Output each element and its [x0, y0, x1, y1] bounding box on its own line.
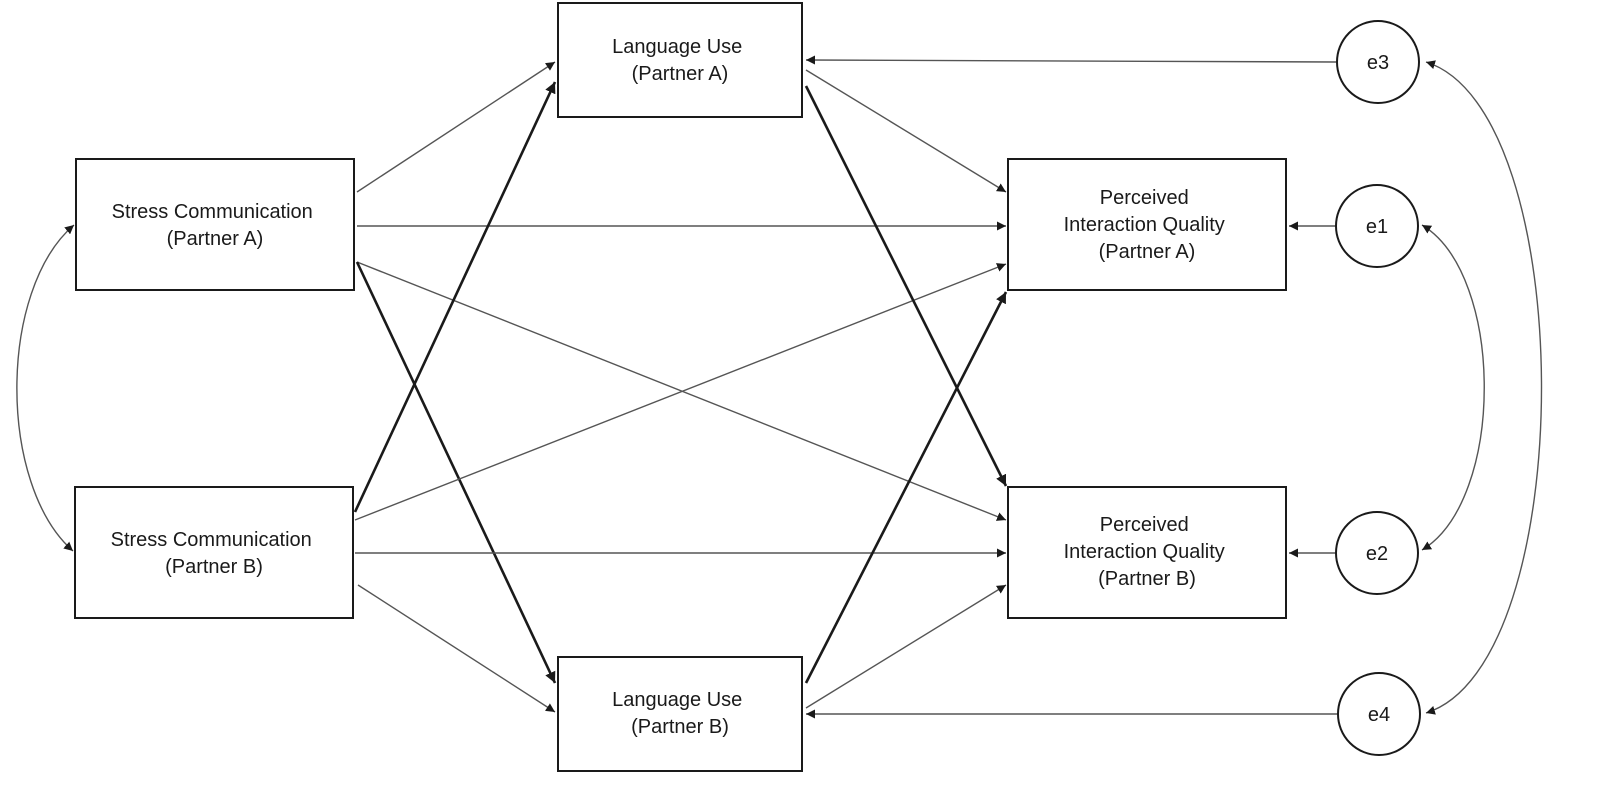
path-language-a-to-quality-b [804, 85, 1008, 487]
error-label: e1 [1366, 216, 1388, 238]
error-label: e3 [1367, 52, 1389, 74]
path-language-b-to-quality-a [804, 291, 1008, 684]
covariance-stress-a-stress-b [16, 224, 75, 552]
svg-text:Stress Communication (Pa: Stress Communication (Partner A) [112, 201, 319, 250]
path-stress-a-to-language-b [355, 261, 557, 684]
node-perceived-interaction-quality-partner-a: Perceived Interaction Quality (Partner A… [1007, 158, 1287, 291]
path-e3-to-language-a [805, 55, 1337, 65]
node-label-line: Language Use [612, 36, 742, 58]
node-label-line: Perceived [1100, 187, 1189, 209]
node-label-line: Perceived [1100, 514, 1189, 536]
path-stress-b-to-language-b [357, 584, 556, 713]
error-label: e4 [1368, 704, 1390, 726]
node-label-line: (Partner A) [632, 63, 729, 85]
node-perceived-interaction-quality-partner-b: Perceived Interaction Quality (Partner B… [1007, 486, 1287, 619]
path-language-b-to-quality-b [805, 584, 1007, 709]
node-label-line: Interaction Quality [1064, 214, 1225, 236]
node-label-line: Stress Communication [111, 529, 312, 551]
error-node-e3: e3 [1336, 20, 1420, 104]
node-label-line: Interaction Quality [1064, 541, 1225, 563]
path-stress-b-to-quality-a [354, 263, 1007, 521]
error-node-e1: e1 [1335, 184, 1419, 268]
path-arrows [353, 55, 1338, 719]
node-stress-communication-partner-b: Stress Communication (Partner B) [74, 486, 354, 619]
path-language-a-to-quality-a [805, 69, 1007, 193]
svg-text:Language Use (Partner B): Language Use (Partner B) [612, 689, 748, 738]
node-label-line: (Partner B) [631, 716, 729, 738]
error-node-e4: e4 [1337, 672, 1421, 756]
svg-text:Stress Communication (Pa: Stress Communication (Partner B) [111, 529, 318, 578]
error-label: e2 [1366, 543, 1388, 565]
node-stress-communication-partner-a: Stress Communication (Partner A) [75, 158, 355, 291]
node-label-line: (Partner B) [165, 556, 263, 578]
node-language-use-partner-b: Language Use (Partner B) [557, 656, 803, 772]
covariance-e3-e4 [1425, 60, 1543, 715]
path-stress-a-to-language-a [356, 61, 556, 193]
node-label-line: Language Use [612, 689, 742, 711]
error-node-e2: e2 [1335, 511, 1419, 595]
node-language-use-partner-a: Language Use (Partner A) [557, 2, 803, 118]
svg-text:Perceived Interaction Qu: Perceived Interaction Quality (Partner B… [1064, 514, 1231, 590]
path-stress-b-to-language-a [353, 81, 557, 513]
svg-text:Perceived Interaction Qu: Perceived Interaction Quality (Partner A… [1064, 187, 1231, 263]
node-label-line: (Partner A) [1099, 241, 1196, 263]
covariance-e1-e2 [1421, 224, 1485, 551]
node-label-line: Stress Communication [112, 201, 313, 223]
node-label-line: (Partner B) [1098, 568, 1196, 590]
node-label-line: (Partner A) [167, 228, 264, 250]
covariance-arrows [16, 60, 1543, 715]
svg-text:Language Use (Partner A): Language Use (Partner A) [612, 36, 748, 85]
